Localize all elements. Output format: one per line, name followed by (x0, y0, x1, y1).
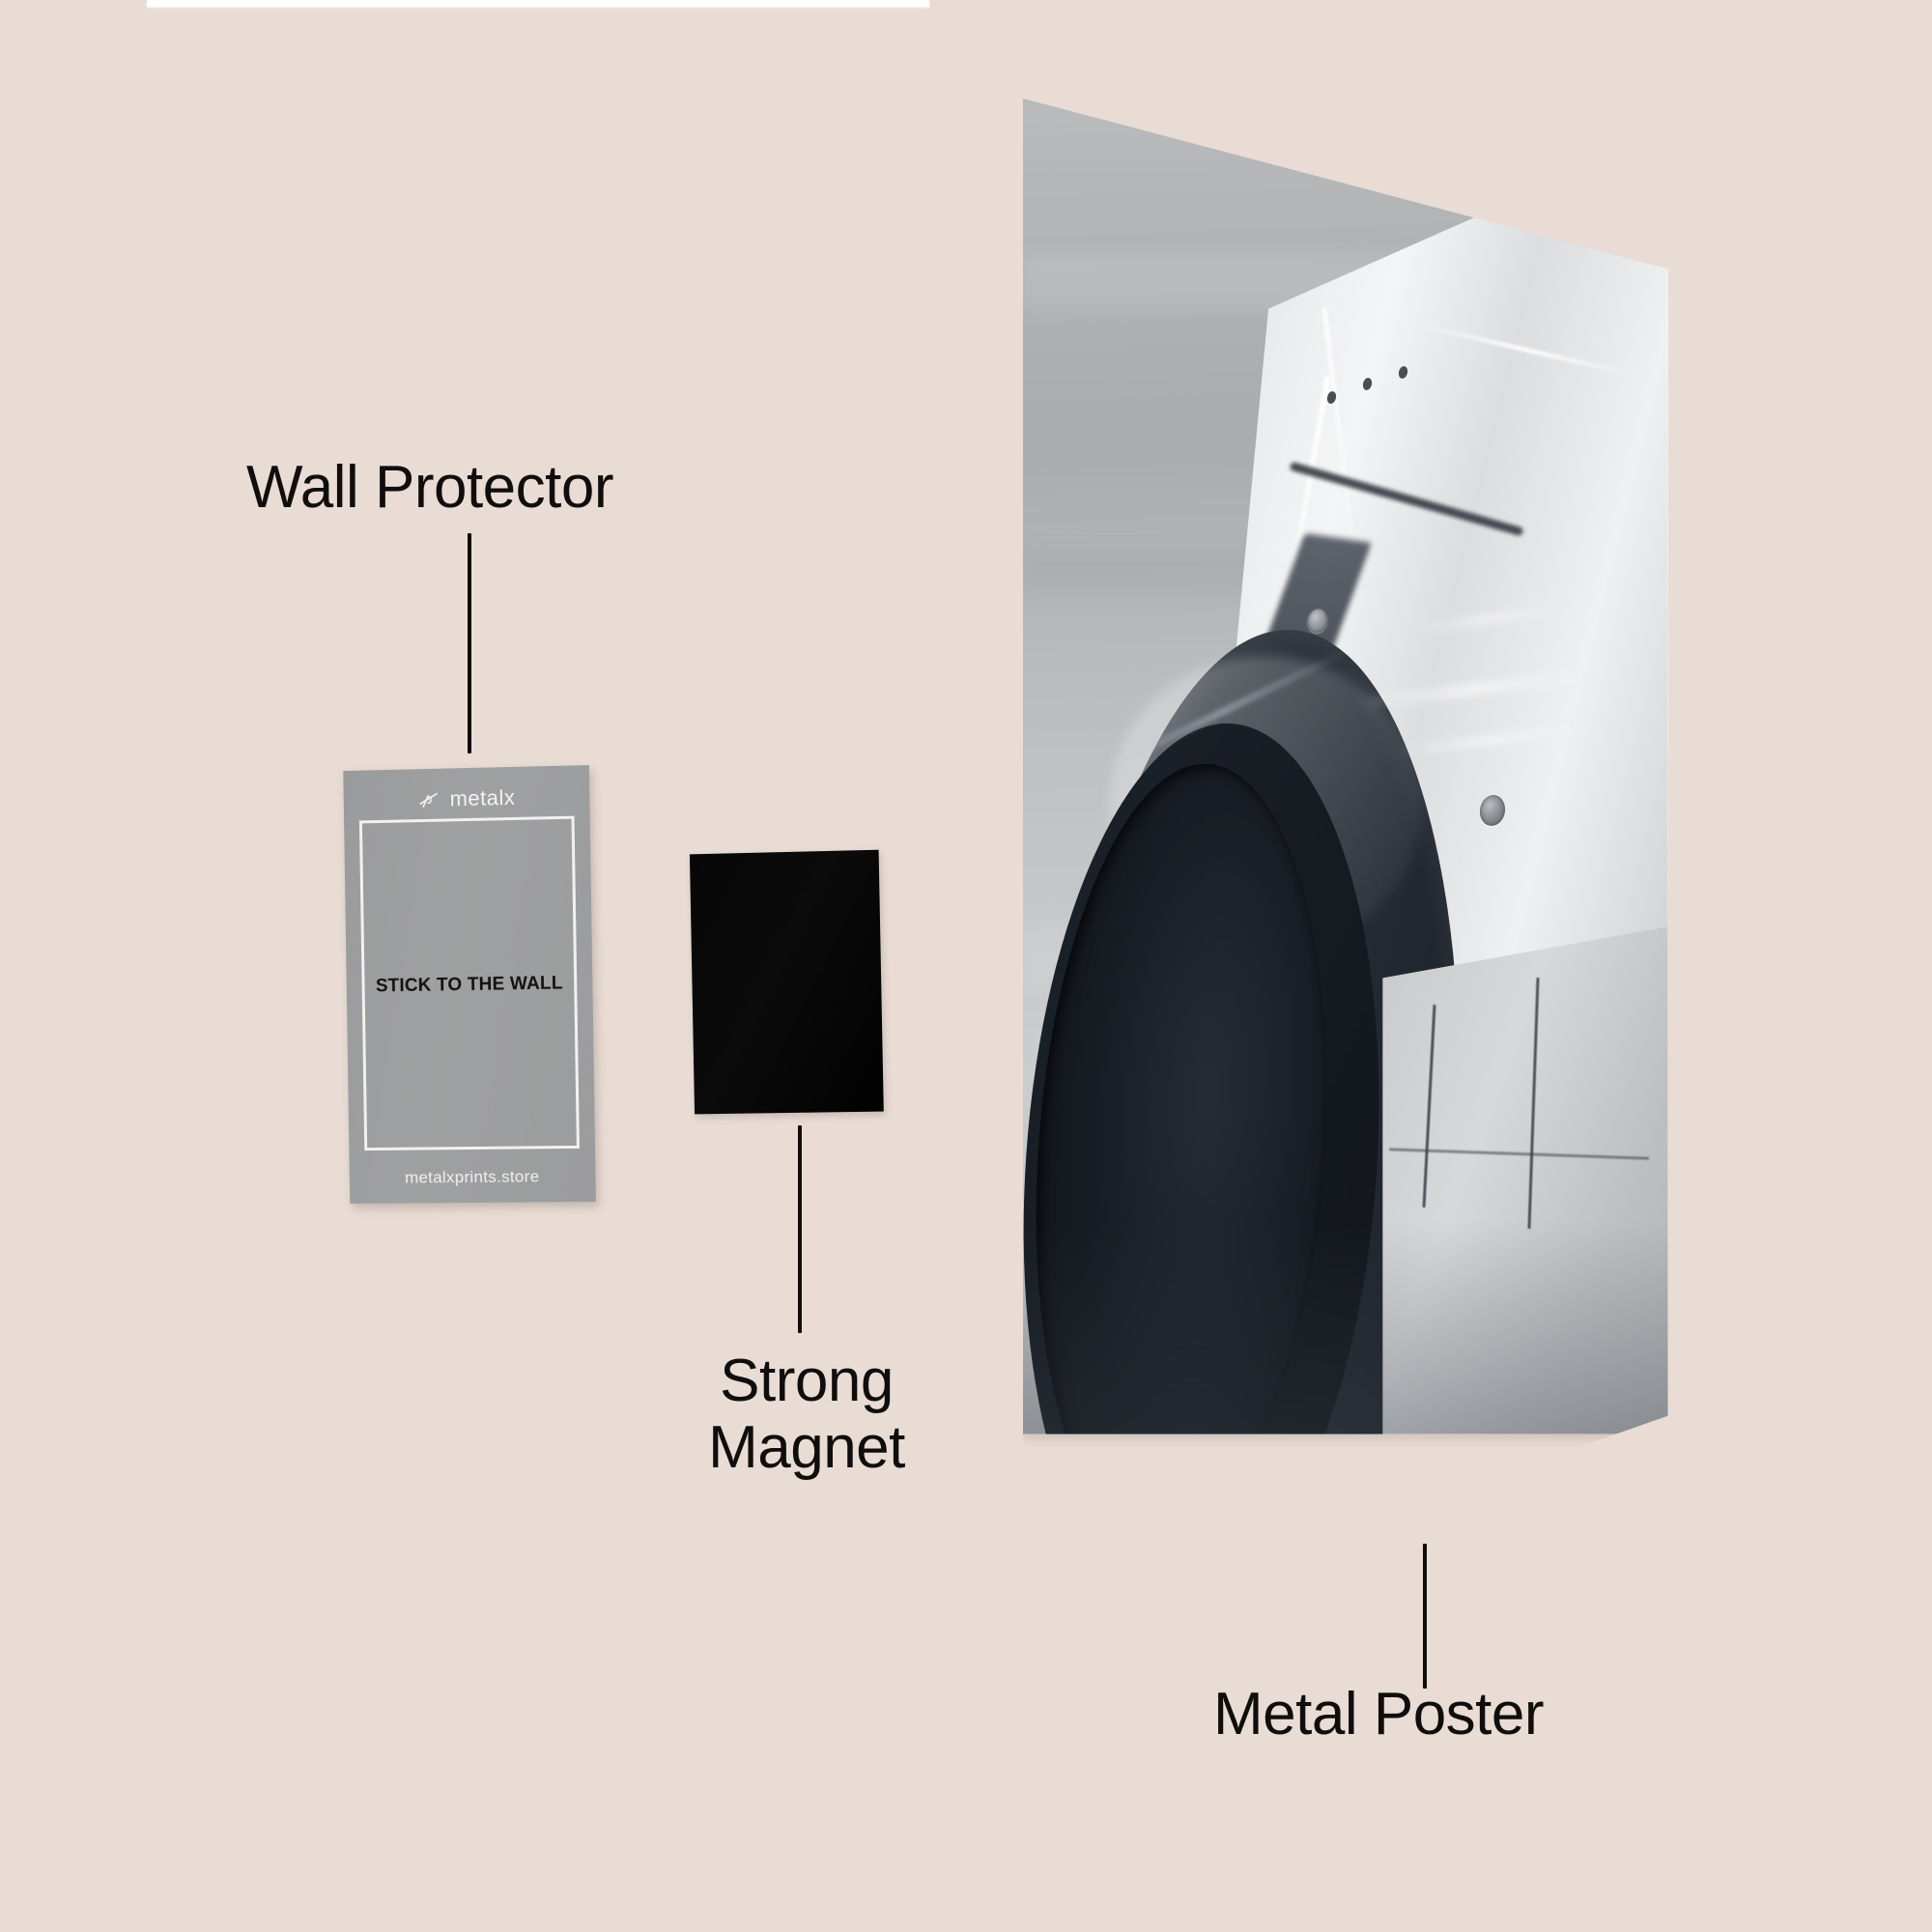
top-white-band (147, 0, 929, 7)
wall-protector-sheet: metalx STICK TO THE WALL metalxprints.st… (343, 765, 596, 1204)
leader-line-wall-protector (468, 533, 471, 753)
metalx-logo-icon (417, 790, 442, 810)
card-website: metalxprints.store (404, 1167, 540, 1187)
brand-logo: metalx (344, 781, 590, 816)
metal-poster-product (1023, 98, 1668, 1435)
leader-line-strong-magnet (798, 1125, 802, 1333)
callout-label-metal-poster: Metal Poster (1213, 1681, 1545, 1747)
under-car-shadow (1023, 1219, 1668, 1435)
card-headline: STICK TO THE WALL (375, 973, 563, 997)
brand-name: metalx (449, 784, 516, 811)
leader-line-metal-poster (1423, 1544, 1427, 1689)
strong-magnet-product (689, 849, 884, 1115)
callout-label-strong-magnet: Strong Magnet (708, 1348, 905, 1482)
poster-artwork-photo (1023, 98, 1668, 1435)
callout-label-wall-protector: Wall Protector (246, 454, 614, 521)
side-skirt-panel (1382, 923, 1668, 1435)
wall-protector-product: metalx STICK TO THE WALL metalxprints.st… (343, 765, 596, 1204)
